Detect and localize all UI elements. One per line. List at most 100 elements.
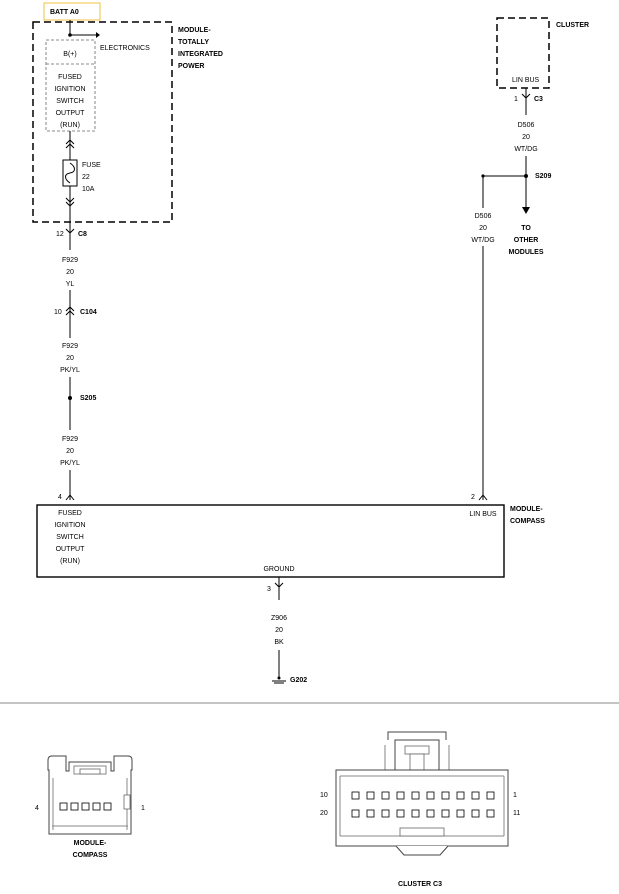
connector-pin-cavity: [441, 809, 450, 818]
fuse-label: FUSE: [82, 162, 101, 169]
splice-s205-icon: [68, 396, 72, 400]
connector-pin-cavity: [486, 809, 495, 818]
conn-c3-pin1: 1: [513, 792, 517, 799]
g202-label: G202: [290, 677, 307, 684]
wire-f929-pkyl1-id: F929: [62, 343, 78, 350]
conn-c3-pin20: 20: [320, 810, 328, 817]
wire-f929-yl-gauge: 20: [66, 269, 74, 276]
wire-f929-pkyl2-id: F929: [62, 436, 78, 443]
inner-output-1: FUSED: [58, 74, 82, 81]
connector-pin-cavity: [366, 809, 375, 818]
conn-compass-name-2: COMPASS: [73, 852, 108, 859]
bplus-label: B(+): [63, 51, 76, 58]
chevron-down-icon: [65, 201, 75, 207]
c104-label: C104: [80, 309, 97, 316]
connector-pin-cavity: [471, 809, 480, 818]
connector-pin-cavity: [486, 791, 495, 800]
compass-pin2-connector-icon: [478, 494, 488, 501]
wire-z906-gauge: 20: [275, 627, 283, 634]
connector-pin-cavity: [396, 809, 405, 818]
wire-z906-id: Z906: [271, 615, 287, 622]
connector-pin-cavity: [351, 791, 360, 800]
wire-d506-down-gauge: 20: [479, 225, 487, 232]
c8-pin: 12: [56, 231, 64, 238]
ground-pin: 3: [267, 586, 271, 593]
connector-pin-cavity: [381, 791, 390, 800]
inner-output-4: OUTPUT: [56, 110, 86, 117]
to-other-1: TO: [521, 225, 531, 232]
fuse-rating: 10A: [82, 186, 95, 193]
connector-pin-cavity: [366, 791, 375, 800]
tipm-outline: [32, 21, 173, 223]
compass-linbus: LIN BUS: [469, 511, 497, 518]
c104-pin: 10: [54, 309, 62, 316]
connector-pin-cavity: [441, 791, 450, 800]
to-other-3: MODULES: [509, 249, 544, 256]
tipm-title-1: MODULE-: [178, 27, 211, 34]
wire-f929-pkyl2-gauge: 20: [66, 448, 74, 455]
connector-c104-icon: [65, 310, 75, 316]
connector-pin-cavity: [411, 791, 420, 800]
chevron-up-icon: [65, 143, 75, 149]
wire-f929-pkyl1-gauge: 20: [66, 355, 74, 362]
connector-pin-cavity: [426, 791, 435, 800]
cluster-linbus: LIN BUS: [512, 77, 540, 84]
batt-box: [43, 2, 101, 21]
compass-pin4-connector-icon: [65, 494, 75, 501]
compass-left-5: (RUN): [60, 558, 80, 565]
s209-label: S209: [535, 173, 551, 180]
connector-pin-cavity: [456, 791, 465, 800]
c3-label: C3: [534, 96, 543, 103]
connector-pin-cavity: [456, 809, 465, 818]
chevron-up-icon: [65, 139, 75, 145]
chevron-down-icon: [65, 197, 75, 203]
conn-c3-name: CLUSTER C3: [398, 881, 442, 888]
wire-z906-color: BK: [274, 639, 284, 646]
connector-pin-cavity: [426, 809, 435, 818]
conn-c3-pin10: 10: [320, 792, 328, 799]
ground-icon: [272, 676, 286, 684]
conn-compass-name-1: MODULE-: [74, 840, 107, 847]
compass-ground: GROUND: [263, 566, 294, 573]
wire-d506-down-color: WT/DG: [471, 237, 494, 244]
tipm-title-2: TOTALLY: [178, 39, 209, 46]
conn-compass-pin4: 4: [35, 805, 39, 812]
conn-c3-pin11: 11: [513, 810, 520, 817]
connector-pin-cavity: [381, 809, 390, 818]
compass-title-1: MODULE-: [510, 506, 543, 513]
wire-d506-top-gauge: 20: [522, 134, 530, 141]
cluster-pin-1: 1: [514, 96, 518, 103]
connector-pin-cavity: [351, 809, 360, 818]
electronics-label: ELECTRONICS: [100, 45, 150, 52]
compass-left-4: OUTPUT: [56, 546, 86, 553]
compass-left-1: FUSED: [58, 510, 82, 517]
arrow-right-icon: [96, 32, 100, 38]
inner-output-5: (RUN): [60, 122, 80, 129]
wire-f929-yl-color: YL: [66, 281, 75, 288]
inner-output-2: IGNITION: [54, 86, 85, 93]
tipm-title-4: POWER: [178, 63, 204, 70]
compass-left-2: IGNITION: [54, 522, 85, 529]
wire-d506-top-color: WT/DG: [514, 146, 537, 153]
connector-pin-cavity: [471, 791, 480, 800]
connector-pin-cavity: [411, 809, 420, 818]
conn-compass-pin1: 1: [141, 805, 145, 812]
cluster-outline: [496, 17, 550, 89]
fuse-number: 22: [82, 174, 90, 181]
to-other-2: OTHER: [514, 237, 539, 244]
compass-module-box: [36, 504, 505, 578]
ground-pin-connector-icon: [274, 582, 284, 588]
compass-title-2: COMPASS: [510, 518, 545, 525]
fuse-icon: [65, 162, 75, 184]
connector-c104-icon: [65, 306, 75, 312]
compass-connector-face: [47, 755, 133, 835]
tipm-title-3: INTEGRATED: [178, 51, 223, 58]
connector-pin-cavity: [396, 791, 405, 800]
wire-d506-top-id: D506: [518, 122, 535, 129]
inner-output-3: SWITCH: [56, 98, 84, 105]
compass-pin2: 2: [471, 494, 475, 501]
cluster-c3-connector-face: [335, 731, 509, 856]
arrow-down-icon: [522, 207, 530, 214]
connector-c3-icon: [521, 93, 531, 99]
wire-f929-pkyl2-color: PK/YL: [60, 460, 80, 467]
